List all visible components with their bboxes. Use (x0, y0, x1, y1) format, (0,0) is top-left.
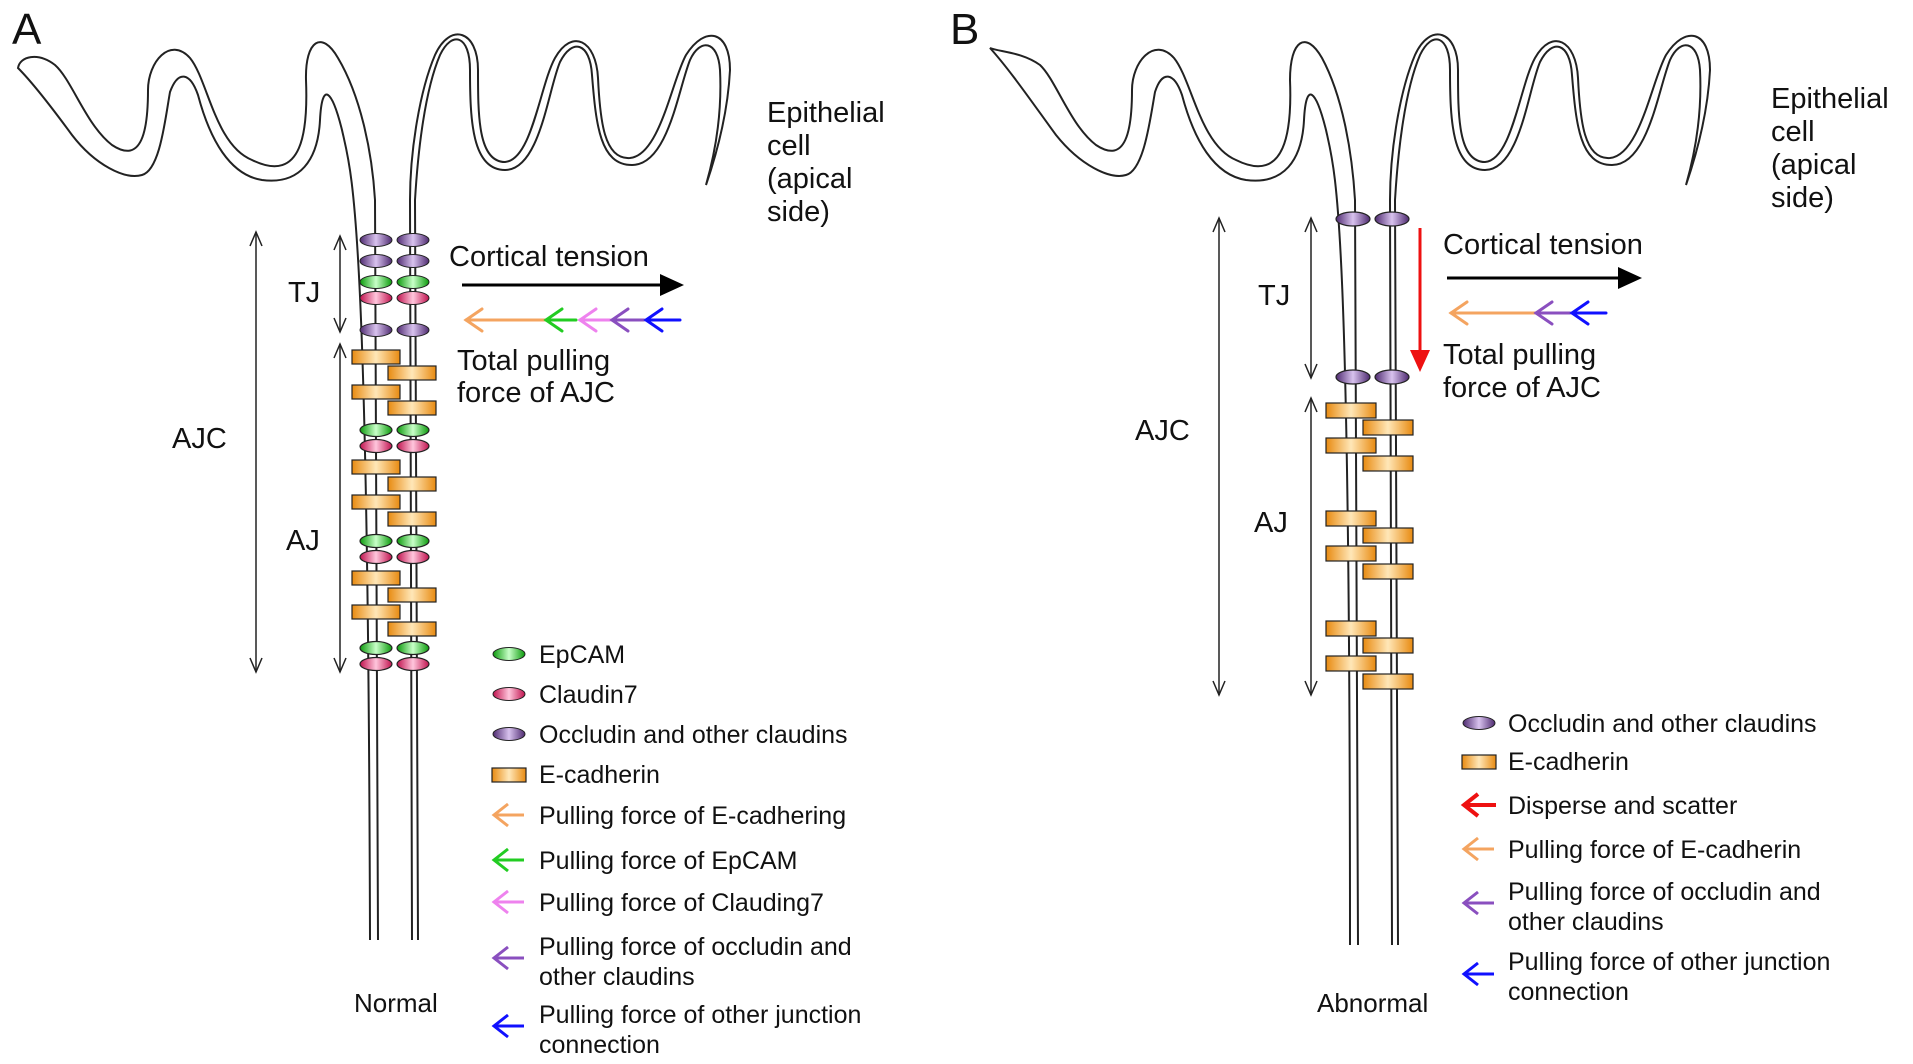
panel-a-cell-label-2: cell (767, 130, 811, 162)
panel-a-cell-membrane-right (408, 33, 732, 941)
panel-a-cell-label-1: Epithelial (767, 97, 885, 129)
panel-a-legend: EpCAM Claudin7 Occludin and other claudi… (491, 641, 861, 1059)
panel-b-tension-label: Cortical tension (1443, 229, 1643, 261)
claudin7-pull-arrow (577, 307, 612, 333)
panel-b-pulling-arrows (1448, 300, 1608, 326)
panel-a-tension-label: Cortical tension (449, 241, 649, 273)
legend-claudin7: Claudin7 (492, 681, 638, 709)
panel-b-ajc-label: AJC (1135, 415, 1190, 447)
legend-occludin: Occludin and other claudins (492, 721, 848, 749)
other-junction-pull-arrow (1569, 300, 1608, 326)
legend-occludin-arrow-label-2: other claudins (539, 963, 695, 991)
panel-b-cell-label-2: cell (1771, 116, 1815, 148)
panel-b-pull-label-1: Total pulling (1443, 339, 1596, 371)
legend-disperse-arrow (1460, 792, 1496, 818)
panel-a-pulling-arrows (463, 307, 682, 333)
panel-a-caption: Normal (354, 988, 438, 1018)
legend-occludin-arrow (1461, 890, 1494, 916)
legend-occludin-arrow-label-1: Pulling force of occludin and (539, 933, 852, 961)
panel-b-ajc-bracket (1212, 216, 1226, 697)
panel-b-aj-label: AJ (1254, 507, 1288, 539)
panel-a-aj-proteins (351, 349, 437, 672)
panel-a-cell-label-4: side) (767, 196, 830, 228)
panel-b-letter: B (950, 5, 979, 54)
legend-other-junction-arrow (491, 1013, 524, 1039)
panel-b-cell-label-3: (apical (1771, 149, 1856, 181)
other-junction-pull-arrow (643, 307, 682, 333)
legend-occludin-label: Occludin and other claudins (1508, 710, 1817, 738)
legend-e-cadherin: E-cadherin (1461, 748, 1629, 776)
panel-b-aj-bracket (1304, 396, 1318, 697)
panel-b-cell-label-1: Epithelial (1771, 83, 1889, 115)
legend-e-cadherin-arrow (1461, 836, 1494, 862)
legend-e-cadherin-arrow (491, 802, 524, 828)
legend-epcam-arrow (491, 847, 524, 873)
epcam-pull-arrow (543, 307, 578, 333)
panel-b-caption: Abnormal (1317, 988, 1428, 1018)
legend-disperse-arrow-label: Disperse and scatter (1508, 792, 1737, 820)
panel-a-pull-label-2: force of AJC (457, 377, 615, 409)
panel-a: A Epithelial cell (apical side) AJC TJ A… (12, 5, 885, 1059)
legend-epcam: EpCAM (492, 641, 625, 669)
legend-occludin-arrow-label-2: other claudins (1508, 908, 1664, 936)
e-cadherin-pull-arrow (1448, 300, 1542, 326)
panel-b-pull-label-2: force of AJC (1443, 372, 1601, 404)
legend-claudin7-label: Claudin7 (539, 681, 638, 709)
panel-a-tj-proteins (359, 233, 430, 337)
panel-a-letter: A (12, 5, 42, 54)
panel-a-cell-membrane (16, 41, 379, 941)
legend-e-cadherin-label: E-cadherin (1508, 748, 1629, 776)
panel-a-aj-bracket (333, 342, 347, 674)
panel-a-cell-label-3: (apical (767, 163, 852, 195)
panel-b-proteins (1325, 211, 1414, 690)
panel-a-aj-label: AJ (286, 525, 320, 557)
legend-epcam-label: EpCAM (539, 641, 625, 669)
panel-b: B Epithelial cell (apical side) AJC TJ A… (950, 5, 1889, 1018)
panel-b-tj-bracket (1304, 216, 1318, 380)
legend-other-junction-arrow-label-2: connection (539, 1031, 660, 1059)
legend-occludin-arrow-label-1: Pulling force of occludin and (1508, 878, 1821, 906)
legend-occludin-label: Occludin and other claudins (539, 721, 848, 749)
panel-b-tj-label: TJ (1258, 280, 1290, 312)
panel-a-ajc-label: AJC (172, 423, 227, 455)
legend-other-junction-arrow-label-2: connection (1508, 978, 1629, 1006)
legend-occludin: Occludin and other claudins (1462, 710, 1817, 738)
legend-claudin7-arrow (491, 889, 524, 915)
panel-a-tension-arrow (462, 274, 684, 296)
legend-e-cadherin-arrow-label: Pulling force of E-cadherin (1508, 836, 1801, 864)
panel-b-cell-membrane-right (1388, 33, 1712, 946)
legend-occludin-arrow (491, 945, 524, 971)
legend-other-junction-arrow (1461, 961, 1494, 987)
panel-b-cell-label-4: side) (1771, 182, 1834, 214)
panel-a-pull-label-1: Total pulling (457, 345, 610, 377)
legend-epcam-arrow-label: Pulling force of EpCAM (539, 847, 797, 875)
panel-a-tj-label: TJ (288, 277, 320, 309)
panel-a-ajc-bracket (249, 230, 263, 674)
legend-e-cadherin-label: E-cadherin (539, 761, 660, 789)
panel-b-legend: Occludin and other claudins E-cadherin D… (1460, 710, 1830, 1006)
panel-a-tj-bracket (333, 234, 347, 334)
legend-other-junction-arrow-label-1: Pulling force of other junction (1508, 948, 1830, 976)
occludin-pull-arrow (609, 307, 646, 333)
legend-e-cadherin: E-cadherin (491, 761, 660, 789)
e-cadherin-pull-arrow (463, 307, 560, 333)
panel-b-tension-arrow (1447, 267, 1642, 289)
legend-e-cadherin-arrow-label: Pulling force of E-cadhering (539, 802, 846, 830)
legend-claudin7-arrow-label: Pulling force of Clauding7 (539, 889, 824, 917)
panel-b-disperse-arrow (1410, 228, 1430, 372)
panel-b-cell-membrane (989, 41, 1359, 946)
legend-other-junction-arrow-label-1: Pulling force of other junction (539, 1001, 861, 1029)
occludin-pull-arrow (1533, 300, 1572, 326)
